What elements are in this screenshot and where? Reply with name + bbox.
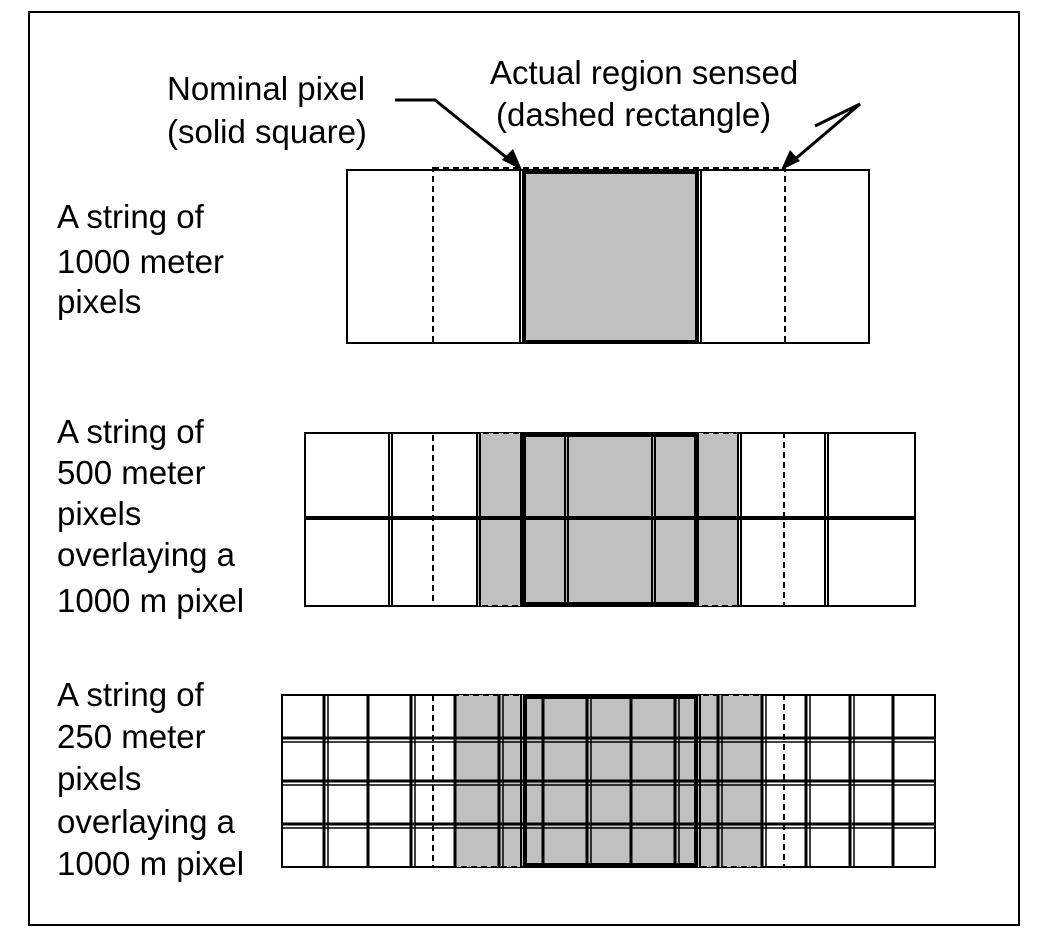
row-500m: A string of 500 meter pixels overlaying …: [57, 413, 916, 619]
actual-region-dashed: [432, 167, 786, 344]
subpixel-row-gridlines-fine: [282, 741, 935, 829]
actual-region-pointer: [781, 102, 861, 170]
row-1000m-label-line: A string of: [57, 198, 205, 235]
figure-frame: [28, 11, 1020, 926]
actual-region-label: Actual region sensed: [490, 54, 798, 91]
row-500m-label-line: 500 meter: [57, 454, 206, 491]
row-500m-label-line: 1000 m pixel: [57, 582, 244, 619]
row-250m-label-line: 250 meter: [57, 718, 206, 755]
nominal-pixel-square: [523, 695, 698, 867]
row-500m-label-line: pixels: [57, 495, 141, 532]
nominal-pixel-label: Nominal pixel: [167, 70, 365, 107]
row-1000m-label-line: pixels: [57, 283, 141, 320]
row-250m-label-line: 1000 m pixel: [57, 845, 244, 882]
subpixel-row-gridlines: [282, 736, 935, 826]
nominal-pixel-square: [522, 433, 698, 606]
row-500m-label-line: A string of: [57, 413, 205, 450]
actual-region-dashed: [432, 432, 785, 607]
nominal-pixel-pointer: [395, 98, 522, 170]
row-1000m-label-line: 1000 meter: [57, 243, 224, 280]
nominal-pixel-sublabel: (solid square): [167, 113, 367, 150]
row-250m-label-line: overlaying a: [57, 803, 236, 840]
actual-region-sublabel: (dashed rectangle): [496, 96, 771, 133]
row-250m-label-line: A string of: [57, 676, 205, 713]
actual-region-dashed: [432, 694, 785, 868]
nominal-pixel-fill: [524, 170, 697, 343]
row-500m-label-line: overlaying a: [57, 536, 236, 573]
row-250m: A string of 250 meter pixels overlaying …: [57, 676, 936, 882]
row-1000m: A string of 1000 meter pixels: [57, 167, 870, 344]
row-250m-label-line: pixels: [57, 760, 141, 797]
